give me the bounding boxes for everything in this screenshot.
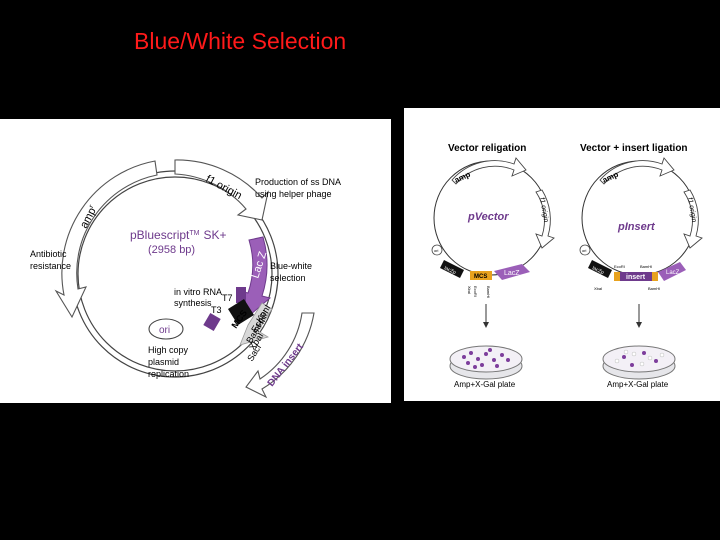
pinsert-site-4: BamHI [648,286,660,291]
pvector-amp-arrow [451,157,527,185]
pvector-site-2: EcoRI [473,286,478,297]
t3-label: T3 [211,305,222,315]
vector-plate-label: Amp+X-Gal plate [454,380,516,389]
pvector-ori-label: ori [434,248,439,253]
mcs-region [228,299,254,325]
slide-title: Blue/White Selection [134,28,347,54]
note-invitro-1: in vitro RNA [174,287,222,297]
insert-plate [602,345,676,380]
plasmid-map-diagram: f1 origin ampr Lac Z T7 T3 MCS KpnI EcoR… [30,159,341,399]
ligation-diagram: Vector religation Vector + insert ligati… [431,143,703,389]
dna-insert-label: DNA insert [266,341,307,389]
ligation-comparison-panel: Vector religation Vector + insert ligati… [404,108,720,401]
pinsert-laczp [588,260,612,278]
pinsert-laczp-label: lacZp [591,265,605,276]
pvector-site-1: XbaI [467,286,472,294]
note-bluewhite-1: Blue-white [270,261,312,271]
pvector-f1-arrow [535,189,555,249]
pinsert-ori-label: ori [582,248,587,253]
pinsert-name: pInsert [617,221,656,233]
pvector-name: pVector [467,211,509,223]
pinsert-site-2: BamHI [640,264,652,269]
pinsert-f1-arrow [683,189,703,249]
note-antibiotic-1: Antibiotic [30,249,67,259]
pinsert-circle [581,160,697,276]
plasmid-map-panel: f1 origin ampr Lac Z T7 T3 MCS KpnI EcoR… [0,119,391,403]
t3-promoter [203,312,221,332]
pinsert-mcs-left [614,272,620,281]
pvector-ori [431,244,443,256]
pvector-lacz-label: LacZ [504,270,520,277]
pinsert-insert [620,272,652,281]
vector-plate [449,345,523,380]
note-copy-1: High copy [148,345,189,355]
pinsert-mcs-right [652,272,658,281]
vector-heading: Vector religation [448,143,526,154]
note-ssdna-2: using helper phage [255,189,332,199]
amp-resistance-arrow [54,160,158,319]
note-ssdna-1: Production of ss DNA [255,177,341,187]
dna-insert-arrow [245,312,315,399]
plasmid-size: (2958 bp) [148,244,195,256]
pvector-laczp [440,260,464,278]
pvector-f1-label: f1 origin [538,197,549,223]
insertion-arrow [239,302,273,346]
pvector-lacz [494,264,530,280]
pinsert-amp-arrow [599,157,675,185]
t7-promoter [236,287,246,303]
note-copy-3: replication [148,369,189,379]
pinsert-insert-label: insert [626,274,646,281]
ori-label: ori [159,325,170,336]
pvector-mcs [470,271,492,280]
pvector-laczp-label: lacZp [443,265,457,276]
pvector-mcs-label: MCS [474,274,487,280]
pinsert-lacz [658,262,686,281]
pvector-site-3: BamHI [486,286,491,298]
note-invitro-2: synthesis [174,298,212,308]
pinsert-lacz-label: LacZ [666,270,680,276]
insert-plate-label: Amp+X-Gal plate [607,380,669,389]
f1-origin-arrow [174,159,269,221]
ori-marker [148,318,184,340]
pinsert-f1-label: f1 origin [686,197,697,223]
t7-label: T7 [222,293,233,303]
pinsert-ori [579,244,591,256]
pinsert-site-1: EcoRI [614,264,625,269]
note-copy-2: plasmid [148,357,179,367]
note-bluewhite-2: selection [270,273,306,283]
note-antibiotic-2: resistance [30,261,71,271]
pinsert-site-3: XbaI [594,286,602,291]
plasmid-backbone-inner [77,176,273,372]
insert-heading: Vector + insert ligation [580,143,688,154]
